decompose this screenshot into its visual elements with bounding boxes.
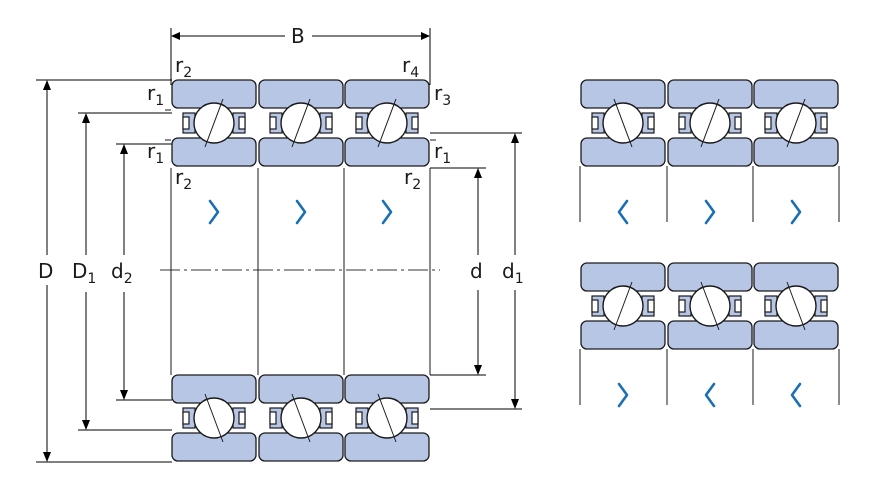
main-bottom-bearing xyxy=(344,374,430,462)
cage-right-inner xyxy=(238,411,246,425)
label-B: B xyxy=(291,24,305,48)
cage-right-inner xyxy=(820,116,828,130)
alt-top-chevron-right xyxy=(790,199,802,225)
alt-top-chevron-right xyxy=(704,199,716,225)
cage-right-inner xyxy=(325,411,333,425)
cage-right-inner xyxy=(734,116,742,130)
main-chevron-right xyxy=(208,199,220,225)
cage-left-inner xyxy=(591,116,599,130)
main-chevron-right xyxy=(381,199,393,225)
alt-arrangement-lines xyxy=(579,166,840,405)
cage-left-inner xyxy=(269,116,277,130)
cage-left-inner xyxy=(355,116,363,130)
alt-bottom-chevron-left xyxy=(704,382,716,408)
cage-right-inner xyxy=(734,299,742,313)
label-D1: D1 xyxy=(72,259,96,287)
contact-line xyxy=(377,98,397,148)
contact-line xyxy=(786,281,806,331)
label-r2-lower-right: r2 xyxy=(404,165,421,193)
cage-right-inner xyxy=(411,116,419,130)
cage-left-inner xyxy=(182,116,190,130)
dimension-labels: B D D1 d2 d d1 r2 r4 r1 r3 r1 r1 r2 r2 xyxy=(38,24,524,287)
main-top-bearing xyxy=(258,79,344,167)
label-r1-right: r1 xyxy=(434,139,451,167)
label-d1: d1 xyxy=(502,259,524,287)
main-top-bearing xyxy=(344,79,430,167)
contact-direction-chevrons xyxy=(208,199,802,408)
contact-line xyxy=(204,393,224,443)
contact-line xyxy=(700,98,720,148)
label-r3: r3 xyxy=(434,81,451,109)
cage-left-inner xyxy=(764,116,772,130)
cage-left-inner xyxy=(678,116,686,130)
cage-left-inner xyxy=(764,299,772,313)
label-r1-upper-left: r1 xyxy=(147,81,164,109)
main-bottom-bearing xyxy=(171,374,257,462)
cage-right-inner xyxy=(647,116,655,130)
label-d2: d2 xyxy=(111,259,133,287)
cage-left-inner xyxy=(678,299,686,313)
contact-line xyxy=(291,98,311,148)
label-r1-lower-left: r1 xyxy=(147,139,164,167)
contact-line xyxy=(204,98,224,148)
main-chevron-right xyxy=(295,199,307,225)
cage-left-inner xyxy=(269,411,277,425)
alt-top-bearing xyxy=(667,79,753,167)
label-r2-lower-left: r2 xyxy=(175,165,192,193)
alt-top-chevron-left xyxy=(617,199,629,225)
cage-right-inner xyxy=(820,299,828,313)
cage-left-inner xyxy=(355,411,363,425)
cage-right-inner xyxy=(647,299,655,313)
alt-top-bearing xyxy=(753,79,839,167)
bearing-sections xyxy=(171,79,839,462)
contact-line xyxy=(786,98,806,148)
alt-bottom-bearing xyxy=(753,262,839,350)
contact-line xyxy=(613,98,633,148)
contact-line xyxy=(291,393,311,443)
cage-left-inner xyxy=(591,299,599,313)
label-r4: r4 xyxy=(402,53,419,81)
contact-line xyxy=(613,281,633,331)
main-bottom-bearing xyxy=(258,374,344,462)
cage-right-inner xyxy=(411,411,419,425)
label-D: D xyxy=(38,259,53,283)
contact-line xyxy=(377,393,397,443)
cage-left-inner xyxy=(182,411,190,425)
alt-bottom-chevron-right xyxy=(617,382,629,408)
alt-top-bearing xyxy=(580,79,666,167)
alt-bottom-bearing xyxy=(580,262,666,350)
cage-right-inner xyxy=(325,116,333,130)
contact-line xyxy=(700,281,720,331)
dimension-lines xyxy=(36,28,522,463)
alt-bottom-bearing xyxy=(667,262,753,350)
cage-right-inner xyxy=(238,116,246,130)
label-r2-top-left: r2 xyxy=(175,53,192,81)
alt-bottom-chevron-left xyxy=(790,382,802,408)
label-d: d xyxy=(470,259,483,283)
main-top-bearing xyxy=(171,79,257,167)
